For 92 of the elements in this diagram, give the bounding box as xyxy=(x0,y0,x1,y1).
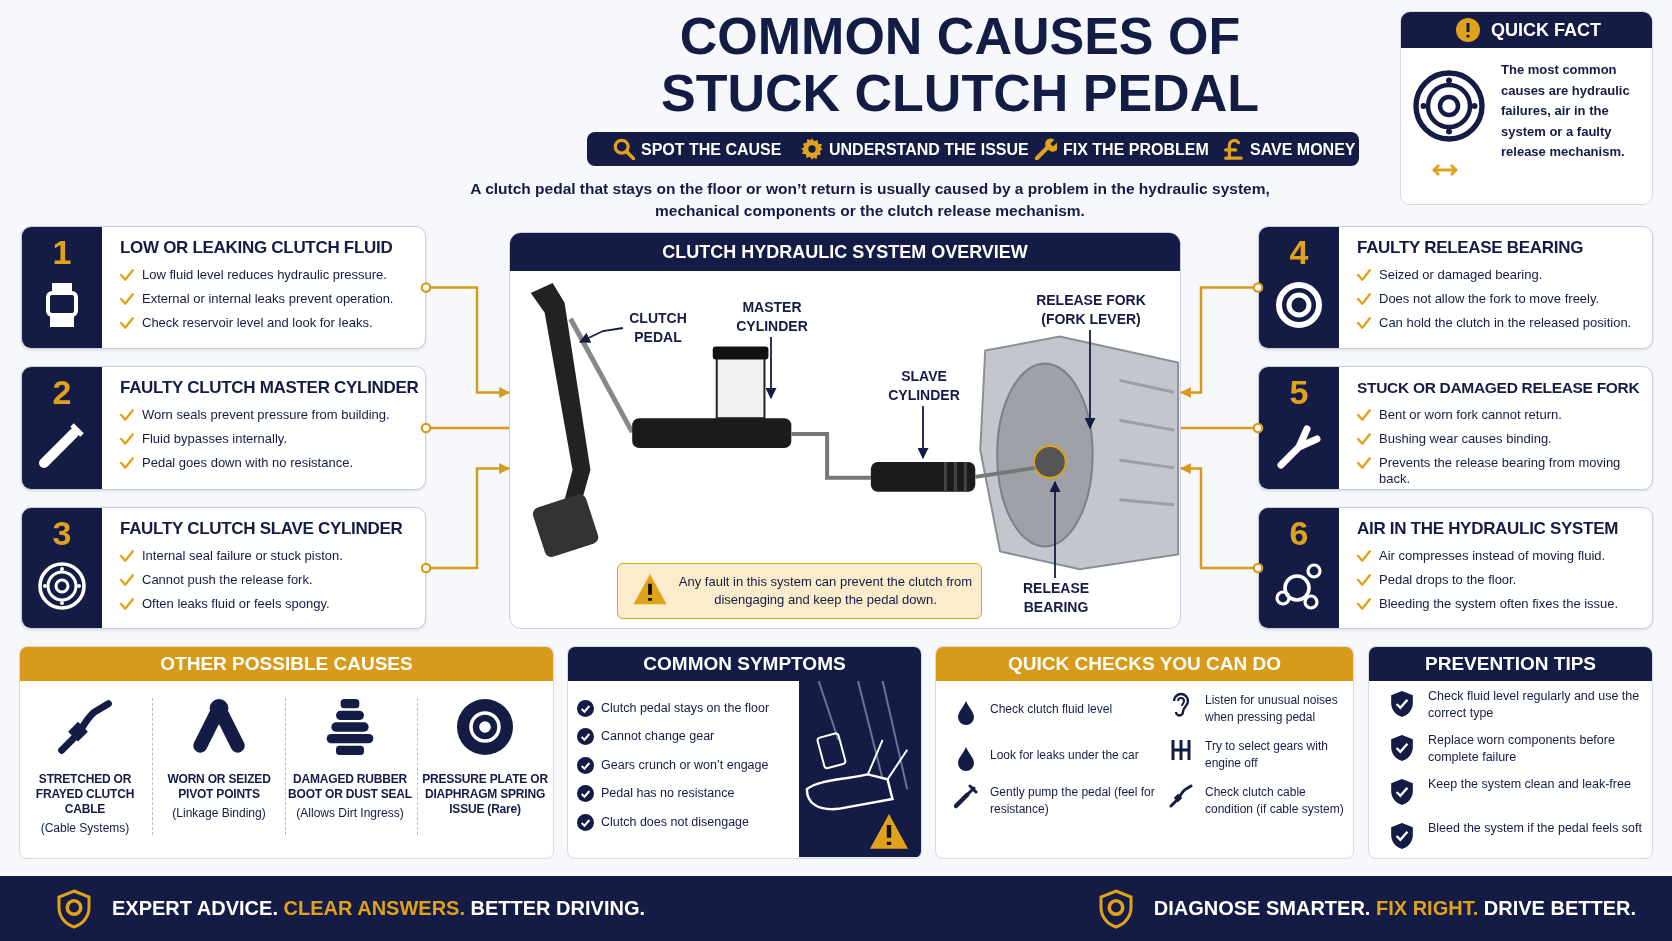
quick-fact-panel xyxy=(1400,11,1653,205)
intro-text: A clutch pedal that stays on the floor or won’t return is usually caused by a problem in the hydraulic system, mechanical components or the clutch release mechanism. xyxy=(470,179,1270,221)
cause-card xyxy=(1258,226,1653,349)
check-text: Check clutch cable condition (if cable system) xyxy=(1205,784,1345,818)
section-panel xyxy=(19,646,554,859)
check-text: Check clutch fluid level xyxy=(990,701,1114,718)
leader-line xyxy=(765,336,777,400)
section-panel xyxy=(935,646,1354,859)
panel-heading: QUICK FACT xyxy=(1491,19,1601,42)
section-panel xyxy=(1368,646,1653,859)
title: COMMON CAUSES OF STUCK CLUTCH PEDAL xyxy=(660,8,1260,122)
check-text: Look for leaks under the car xyxy=(990,747,1140,764)
bullet-text: Bushing wear causes binding. xyxy=(1379,431,1553,447)
cause-card xyxy=(21,507,426,629)
bullet-text: Does not allow the fork to move freely. xyxy=(1379,291,1601,307)
step-number: 2 xyxy=(51,373,73,411)
symptom-text: Pedal has no resistance xyxy=(601,785,736,802)
bullet-text: Bent or worn fork cannot return. xyxy=(1379,407,1563,423)
card-heading: STUCK OR DAMAGED RELEASE FORK xyxy=(1357,378,1640,398)
callout-label: CLUTCH PEDAL xyxy=(625,309,691,347)
card-heading: AIR IN THE HYDRAULIC SYSTEM xyxy=(1357,518,1619,540)
panel-heading: PREVENTION TIPS xyxy=(1369,647,1652,681)
panel-heading: QUICK CHECKS YOU CAN DO xyxy=(936,647,1353,681)
bullet-text: Internal seal failure or stuck piston. xyxy=(142,548,344,564)
cause-card xyxy=(1258,507,1653,629)
callout-label: RELEASE FORK (FORK LEVER) xyxy=(1031,291,1151,329)
bullet-text: Cannot push the release fork. xyxy=(142,572,314,588)
step-number: 6 xyxy=(1288,514,1310,552)
leader-line xyxy=(917,405,929,460)
leader-line xyxy=(579,327,624,343)
bullet-text: Seized or damaged bearing. xyxy=(1379,267,1544,283)
bullet-text: External or internal leaks prevent operation. xyxy=(142,291,395,307)
bullet-text: Low fluid level reduces hydraulic pressure. xyxy=(142,267,388,283)
bullet-text: Fluid bypasses internally. xyxy=(142,431,288,447)
bullet-text: Check reservoir level and look for leaks. xyxy=(142,315,374,331)
feature-tag-text: FIX THE PROBLEM xyxy=(1063,140,1209,160)
bullet-text: Bleeding the system often fixes the issue. xyxy=(1379,596,1620,612)
symptom-text: Clutch pedal stays on the floor xyxy=(601,700,771,717)
connector-arrow xyxy=(1179,463,1264,574)
tip-text: Check fluid level regularly and use the correct type xyxy=(1428,688,1641,722)
section-panel xyxy=(567,646,922,859)
bullet-text: Can hold the clutch in the released position. xyxy=(1379,315,1633,331)
fact-text: The most common causes are hydraulic failures, air in the system or a faulty release mechanism. xyxy=(1501,61,1631,161)
bullet-text: Air compresses instead of moving fluid. xyxy=(1379,548,1607,564)
check-text: Try to select gears with engine off xyxy=(1205,738,1329,772)
connector-arrow xyxy=(420,463,511,574)
step-number: 1 xyxy=(51,233,73,271)
panel-heading: CLUTCH HYDRAULIC SYSTEM OVERVIEW xyxy=(510,233,1180,271)
check-text: Gently pump the pedal (feel for resistance) xyxy=(990,784,1155,818)
tip-text: Keep the system clean and leak-free xyxy=(1428,776,1632,793)
card-heading: LOW OR LEAKING CLUTCH FLUID xyxy=(120,237,393,259)
cause-note: (Cable Systems) xyxy=(39,820,131,836)
card-heading: FAULTY CLUTCH MASTER CYLINDER xyxy=(120,377,419,399)
connector-arrow xyxy=(1179,282,1264,398)
callout-label: MASTER CYLINDER xyxy=(729,298,815,336)
callout-label: RELEASE BEARING xyxy=(1016,579,1096,617)
cause-note: (Linkage Binding) xyxy=(171,805,267,821)
slogan-text: DIAGNOSE SMARTER. FIX RIGHT. DRIVE BETTER. xyxy=(1153,896,1636,920)
step-number: 3 xyxy=(51,514,73,552)
cause-title: DAMAGED RUBBER BOOT OR DUST SEAL xyxy=(287,772,413,802)
symptom-text: Cannot change gear xyxy=(601,728,716,745)
bullet-text: Pedal goes down with no resistance. xyxy=(142,455,354,471)
cause-card xyxy=(1258,366,1653,490)
cause-card xyxy=(21,226,426,349)
tip-text: Bleed the system if the pedal feels soft xyxy=(1428,820,1643,837)
cause-note: (Allows Dirt Ingress) xyxy=(295,805,405,821)
feature-tag-text: SAVE MONEY xyxy=(1250,140,1356,160)
cause-title: STRETCHED OR FRAYED CLUTCH CABLE xyxy=(34,772,136,817)
step-number: 4 xyxy=(1288,233,1310,271)
step-number: 5 xyxy=(1288,373,1310,411)
connector-arrow xyxy=(420,282,511,398)
bullet-text: Worn seals prevent pressure from building. xyxy=(142,407,391,423)
bullet-text: Often leaks fluid or feels spongy. xyxy=(142,596,331,612)
cause-card xyxy=(21,366,426,490)
feature-tag-text: UNDERSTAND THE ISSUE xyxy=(829,140,1029,160)
symptom-text: Clutch does not disengage xyxy=(601,814,751,831)
panel-heading: COMMON SYMPTOMS xyxy=(568,647,921,681)
feature-tag-text: SPOT THE CAUSE xyxy=(641,140,782,160)
tip-text: Replace worn components before complete failure xyxy=(1428,732,1616,766)
slogan-text: EXPERT ADVICE. CLEAR ANSWERS. BETTER DRIVING. xyxy=(112,896,645,920)
panel-heading: OTHER POSSIBLE CAUSES xyxy=(20,647,553,681)
check-text: Listen for unusual noises when pressing pedal xyxy=(1205,692,1339,726)
bullet-text: Prevents the release bearing from moving back. xyxy=(1379,455,1622,487)
card-heading: FAULTY RELEASE BEARING xyxy=(1357,237,1584,259)
warning-text: Any fault in this system can prevent the clutch from disengaging and keep the pedal down. xyxy=(678,573,973,609)
warning-box xyxy=(617,563,982,619)
cause-title: PRESSURE PLATE OR DIAPHRAGM SPRING ISSUE (Rare) xyxy=(421,772,549,817)
symptom-text: Gears crunch or won’t engage xyxy=(601,757,770,774)
card-heading: FAULTY CLUTCH SLAVE CYLINDER xyxy=(120,518,403,540)
callout-label: SLAVE CYLINDER xyxy=(882,367,966,405)
cause-title: WORN OR SEIZED PIVOT POINTS xyxy=(166,772,272,802)
bullet-text: Pedal drops to the floor. xyxy=(1379,572,1518,588)
